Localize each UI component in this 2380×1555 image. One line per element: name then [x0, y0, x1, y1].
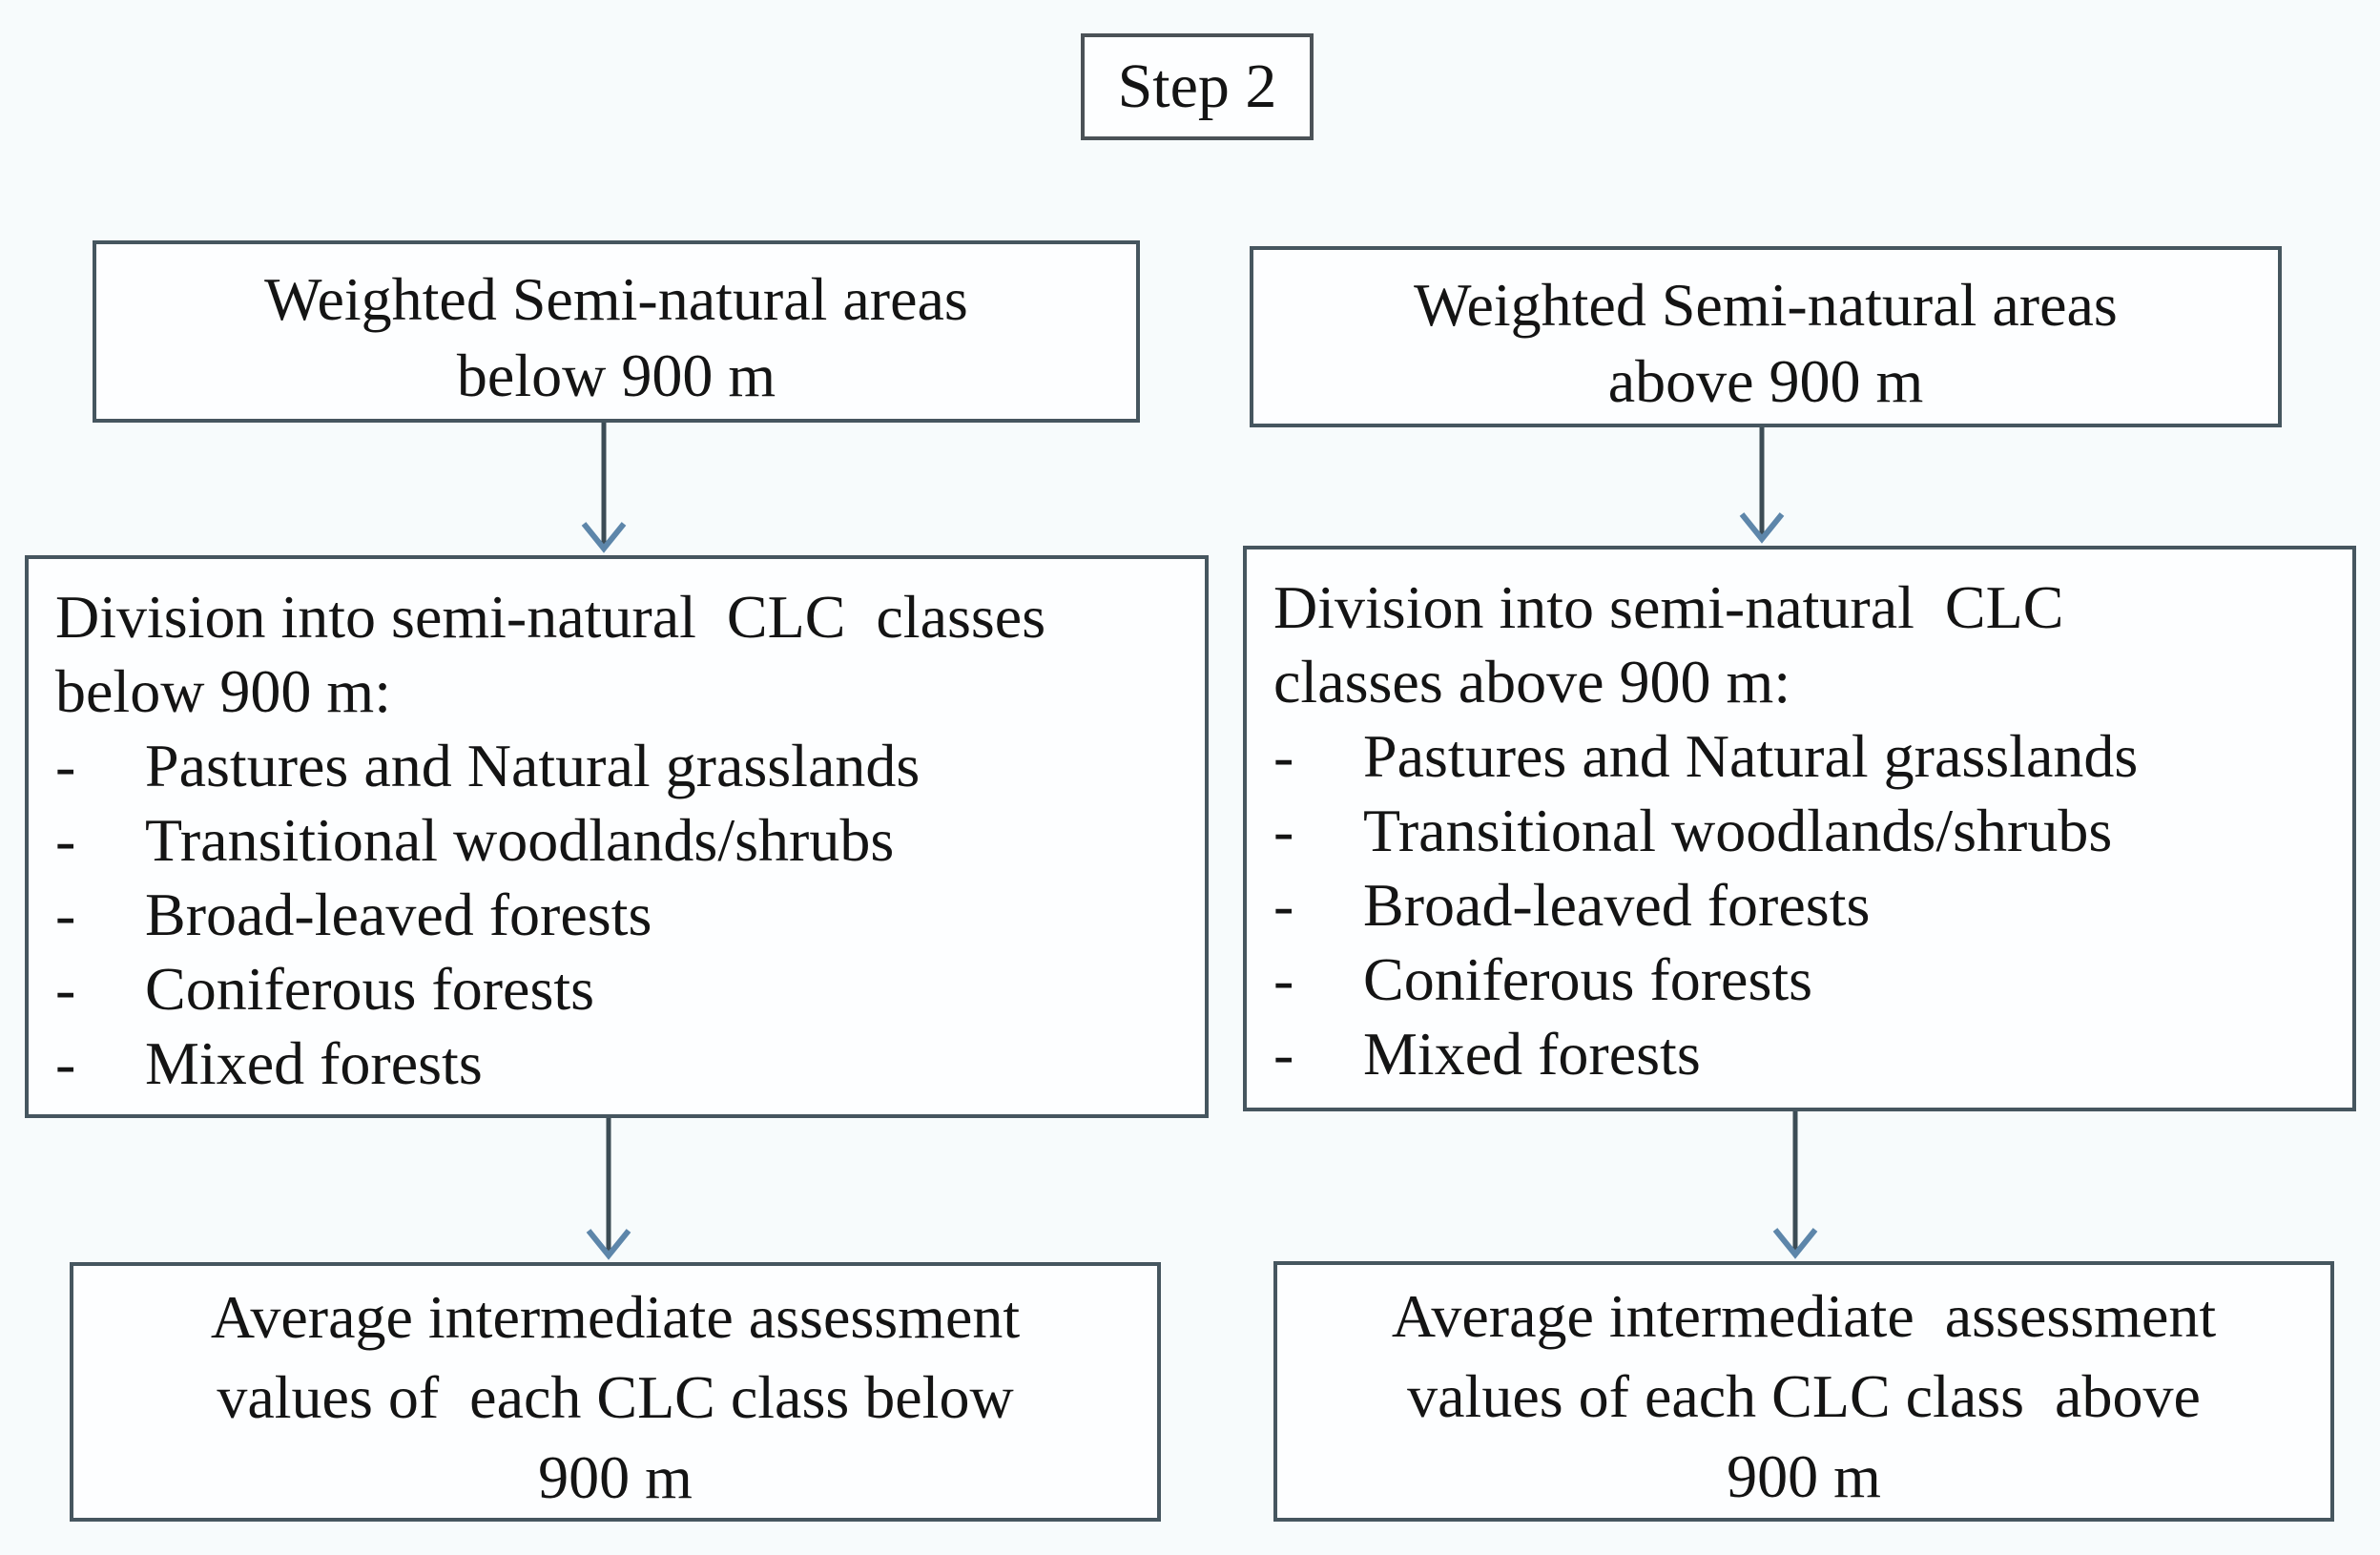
- clc-class-item: - Broad-leaved forests: [55, 878, 1178, 952]
- box-line: values of each CLC class above: [1407, 1362, 2201, 1430]
- box-line: below 900 m: [456, 342, 776, 409]
- down-arrow-right-1: [1735, 427, 1789, 546]
- box-line: Average intermediate assessment: [1391, 1282, 2217, 1350]
- box-heading-line: classes above 900 m:: [1273, 648, 1791, 715]
- clc-class-label: Transitional woodlands/shrubs: [145, 806, 895, 874]
- dash-bullet: -: [1273, 797, 1294, 864]
- down-arrow-icon: [1772, 1111, 1818, 1259]
- box-heading-line: below 900 m:: [55, 657, 391, 725]
- dash-bullet: -: [1273, 1020, 1294, 1088]
- down-arrow-left-2: [582, 1118, 635, 1262]
- down-arrow-left-1: [577, 423, 631, 555]
- dash-bullet: -: [55, 955, 76, 1023]
- dash-bullet: -: [55, 1029, 76, 1097]
- down-arrow-icon: [586, 1118, 631, 1260]
- clc-class-item: - Pastures and Natural grasslands: [55, 729, 1178, 803]
- down-arrow-icon: [1739, 427, 1785, 544]
- box-average-below-900: Average intermediate assessment values o…: [70, 1262, 1161, 1522]
- clc-class-item: - Transitional woodlands/shrubs: [1273, 794, 2326, 868]
- clc-class-label: Mixed forests: [145, 1029, 483, 1097]
- clc-class-label: Mixed forests: [1363, 1020, 1701, 1088]
- box-division-above-900: Division into semi-natural CLC classes a…: [1243, 546, 2356, 1111]
- clc-class-label: Broad-leaved forests: [1363, 871, 1871, 939]
- dash-bullet: -: [1273, 945, 1294, 1013]
- clc-class-label: Coniferous forests: [1363, 945, 1813, 1013]
- clc-class-label: Coniferous forests: [145, 955, 595, 1023]
- clc-class-item: - Broad-leaved forests: [1273, 868, 2326, 943]
- box-line: 900 m: [538, 1443, 693, 1511]
- dash-bullet: -: [55, 732, 76, 799]
- dash-bullet: -: [55, 806, 76, 874]
- clc-class-item: - Pastures and Natural grasslands: [1273, 719, 2326, 794]
- box-average-above-900: Average intermediate assessment values o…: [1273, 1261, 2334, 1522]
- clc-class-item: - Coniferous forests: [55, 952, 1178, 1026]
- clc-class-label: Transitional woodlands/shrubs: [1363, 797, 2113, 864]
- box-weighted-below-900: Weighted Semi-natural areas below 900 m: [93, 240, 1140, 423]
- step-label: Step 2: [1117, 52, 1277, 121]
- box-division-below-900: Division into semi-natural CLC classes b…: [25, 555, 1209, 1118]
- clc-class-label: Broad-leaved forests: [145, 881, 652, 948]
- clc-class-label: Pastures and Natural grasslands: [145, 732, 921, 799]
- dash-bullet: -: [1273, 871, 1294, 939]
- box-line: above 900 m: [1607, 347, 1924, 415]
- clc-class-item: - Mixed forests: [1273, 1017, 2326, 1091]
- box-line: 900 m: [1727, 1442, 1881, 1510]
- box-line: values of each CLC class below: [217, 1363, 1014, 1431]
- box-heading-line: Division into semi-natural CLC classes: [55, 583, 1046, 651]
- clc-class-item: - Mixed forests: [55, 1026, 1178, 1101]
- clc-class-label: Pastures and Natural grasslands: [1363, 722, 2139, 790]
- box-line: Average intermediate assessment: [210, 1283, 1021, 1351]
- box-weighted-above-900: Weighted Semi-natural areas above 900 m: [1250, 246, 2282, 427]
- box-line: Weighted Semi-natural areas: [1414, 271, 2118, 339]
- step-box: Step 2: [1081, 33, 1314, 140]
- clc-class-item: - Transitional woodlands/shrubs: [55, 803, 1178, 878]
- clc-class-item: - Coniferous forests: [1273, 943, 2326, 1017]
- dash-bullet: -: [55, 881, 76, 948]
- dash-bullet: -: [1273, 722, 1294, 790]
- box-heading-line: Division into semi-natural CLC: [1273, 573, 2064, 641]
- box-line: Weighted Semi-natural areas: [264, 265, 968, 333]
- down-arrow-right-2: [1769, 1111, 1822, 1261]
- down-arrow-icon: [581, 423, 627, 553]
